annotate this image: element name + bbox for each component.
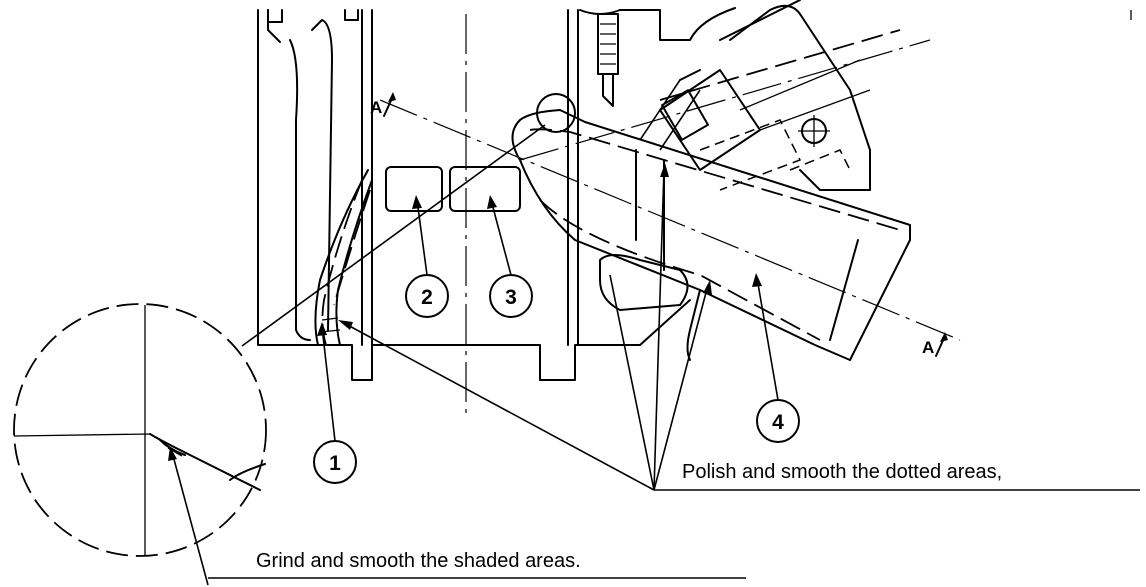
svg-text:1: 1: [329, 452, 341, 475]
svg-text:A: A: [370, 98, 382, 117]
grind-leaders: [168, 447, 746, 586]
callout-leaders: [317, 195, 779, 442]
port-4: [511, 109, 911, 361]
svg-text:2: 2: [421, 286, 433, 309]
section-mark-right: A: [922, 332, 948, 357]
detail-leader: [241, 124, 546, 347]
port-center-line: [519, 39, 931, 161]
svg-text:A: A: [922, 338, 934, 357]
callout-1: 1: [313, 440, 357, 484]
grind-note: Grind and smooth the shaded areas.: [256, 550, 581, 572]
callout-2: 2: [405, 274, 449, 318]
svg-text:4: 4: [772, 411, 784, 434]
detail-circle: [13, 303, 267, 557]
chamber-box-3: [449, 166, 521, 212]
svg-text:3: 3: [505, 286, 517, 309]
callout-3: 3: [489, 274, 533, 318]
callout-4: 4: [756, 399, 800, 443]
chamber-box-2: [385, 166, 443, 212]
detail-marker-circle: [536, 93, 576, 133]
head-body-outline: [257, 7, 736, 381]
valve-housing: [639, 0, 901, 191]
polish-leaders: [338, 163, 1140, 491]
section-mark-left: A: [370, 92, 396, 117]
detail-view: [13, 303, 267, 557]
polish-note: Polish and smooth the dotted areas,: [682, 461, 1002, 483]
section-line-a-a: [379, 99, 961, 341]
